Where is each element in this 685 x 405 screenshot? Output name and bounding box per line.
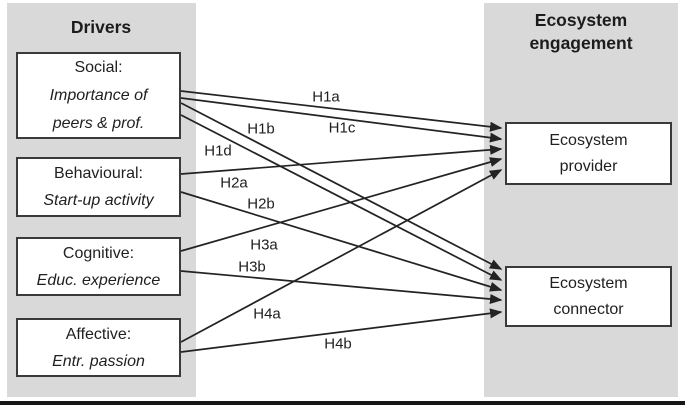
arrow-behavioural-to-connector-H2b xyxy=(180,191,503,292)
outcome-label: Ecosystem provider xyxy=(549,131,628,175)
hypothesis-label-H4b: H4b xyxy=(324,335,352,353)
driver-title: Social: xyxy=(74,58,123,76)
driver-box-behavioural: Behavioural: Start-up activity xyxy=(16,157,181,217)
driver-subtitle: Importance of peers & prof. xyxy=(49,86,148,132)
hypothesis-label-H2a: H2a xyxy=(220,174,248,192)
ecosystem-engagement-panel xyxy=(484,3,678,397)
driver-box-cognitive: Cognitive: Educ. experience xyxy=(16,237,181,296)
hypothesis-label-H1d: H1d xyxy=(204,142,232,160)
arrow-affective-to-provider-H4a xyxy=(180,169,503,343)
drivers-panel-title: Drivers xyxy=(70,17,132,37)
driver-box-affective: Affective: Entr. passion xyxy=(16,318,181,377)
driver-title: Behavioural: xyxy=(54,165,143,182)
driver-title: Affective: xyxy=(65,325,132,343)
figure-bottom-rule xyxy=(0,401,685,405)
driver-subtitle: Entr. passion xyxy=(52,352,145,370)
hypothesis-label-H3a: H3a xyxy=(250,236,278,254)
hypothesis-label-H1c: H1c xyxy=(328,119,356,137)
outcome-box-ecosystem-provider: Ecosystem provider xyxy=(505,122,672,185)
driver-box-social: Social: Importance of peers & prof. xyxy=(16,52,181,139)
driver-subtitle: Educ. experience xyxy=(36,271,161,289)
hypothesis-label-H4a: H4a xyxy=(253,305,281,323)
driver-title: Cognitive: xyxy=(62,244,135,262)
hypothesis-label-H1b: H1b xyxy=(247,120,275,138)
hypothesis-label-H3b: H3b xyxy=(238,258,266,276)
arrow-social-to-connector-H1d xyxy=(180,114,503,281)
hypothesis-label-H1a: H1a xyxy=(312,88,340,106)
outcome-label: Ecosystem connector xyxy=(549,274,628,318)
arrow-cognitive-to-provider-H3a xyxy=(180,157,503,252)
outcome-box-ecosystem-connector: Ecosystem connector xyxy=(505,266,672,327)
arrow-cognitive-to-connector-H3b xyxy=(180,270,503,304)
driver-subtitle: Start-up activity xyxy=(43,192,154,209)
hypothesis-label-H2b: H2b xyxy=(247,195,275,213)
ecosystem-engagement-panel-title: Ecosystem engagement xyxy=(529,10,633,53)
